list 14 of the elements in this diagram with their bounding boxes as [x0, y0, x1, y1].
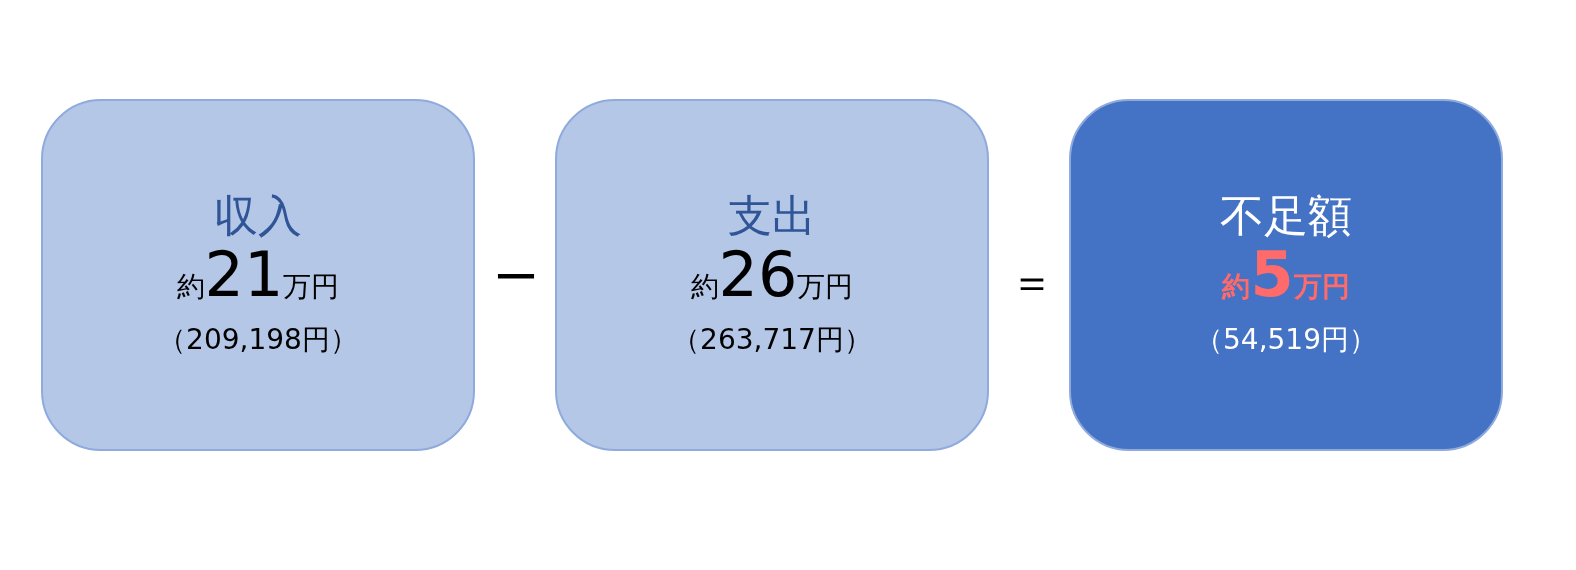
- card-heading: 不足額: [1220, 190, 1352, 242]
- minus-sign: ー: [494, 252, 538, 304]
- amount-text: 約26万円: [690, 242, 854, 313]
- exact-amount-text: （263,717円）: [672, 322, 872, 358]
- amount-text: 約5万円: [1222, 242, 1350, 313]
- amount-text: 約21万円: [176, 242, 340, 313]
- exact-amount-text: （209,198円）: [158, 322, 358, 358]
- equals-sign: ＝: [1010, 256, 1054, 308]
- card-heading: 収入: [214, 190, 302, 242]
- summary-card: [555, 99, 989, 451]
- summary-card: [1069, 99, 1503, 451]
- exact-amount-text: （54,519円）: [1195, 322, 1377, 358]
- summary-card: [41, 99, 475, 451]
- card-heading: 支出: [728, 190, 816, 242]
